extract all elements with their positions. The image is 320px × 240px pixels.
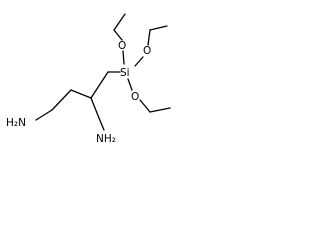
bond-c4-n2	[98, 117, 105, 131]
bond-c-c-ethyl1	[113, 13, 126, 31]
bond-c3-c4	[90, 97, 100, 119]
bonds	[35, 13, 171, 131]
chemical-structure-diagram: H₂N NH₂ Si O O O	[6, 13, 171, 145]
amine-label-bottom: NH₂	[96, 133, 116, 145]
bond-si-o1	[122, 50, 125, 65]
atom-labels: H₂N NH₂ Si O O O	[6, 40, 151, 145]
bond-c3-c5	[90, 71, 109, 99]
amine-label-left: H₂N	[6, 117, 26, 129]
bond-o2-c	[147, 29, 151, 46]
oxygen-label-top-right: O	[143, 45, 151, 57]
bond-n1-c1	[35, 109, 53, 121]
bond-c2-c3	[70, 89, 92, 99]
bond-o1-c	[113, 29, 123, 41]
bond-c-c-ethyl3	[149, 107, 171, 113]
bond-o3-c	[139, 99, 151, 113]
bond-c-c-ethyl2	[149, 25, 168, 31]
oxygen-label-bottom: O	[131, 91, 139, 103]
silicon-label: Si	[120, 67, 130, 79]
bond-si-o3	[127, 78, 133, 91]
oxygen-label-top-left: O	[118, 40, 126, 52]
bond-c1-c2	[51, 89, 72, 111]
bond-si-o2	[134, 56, 144, 67]
